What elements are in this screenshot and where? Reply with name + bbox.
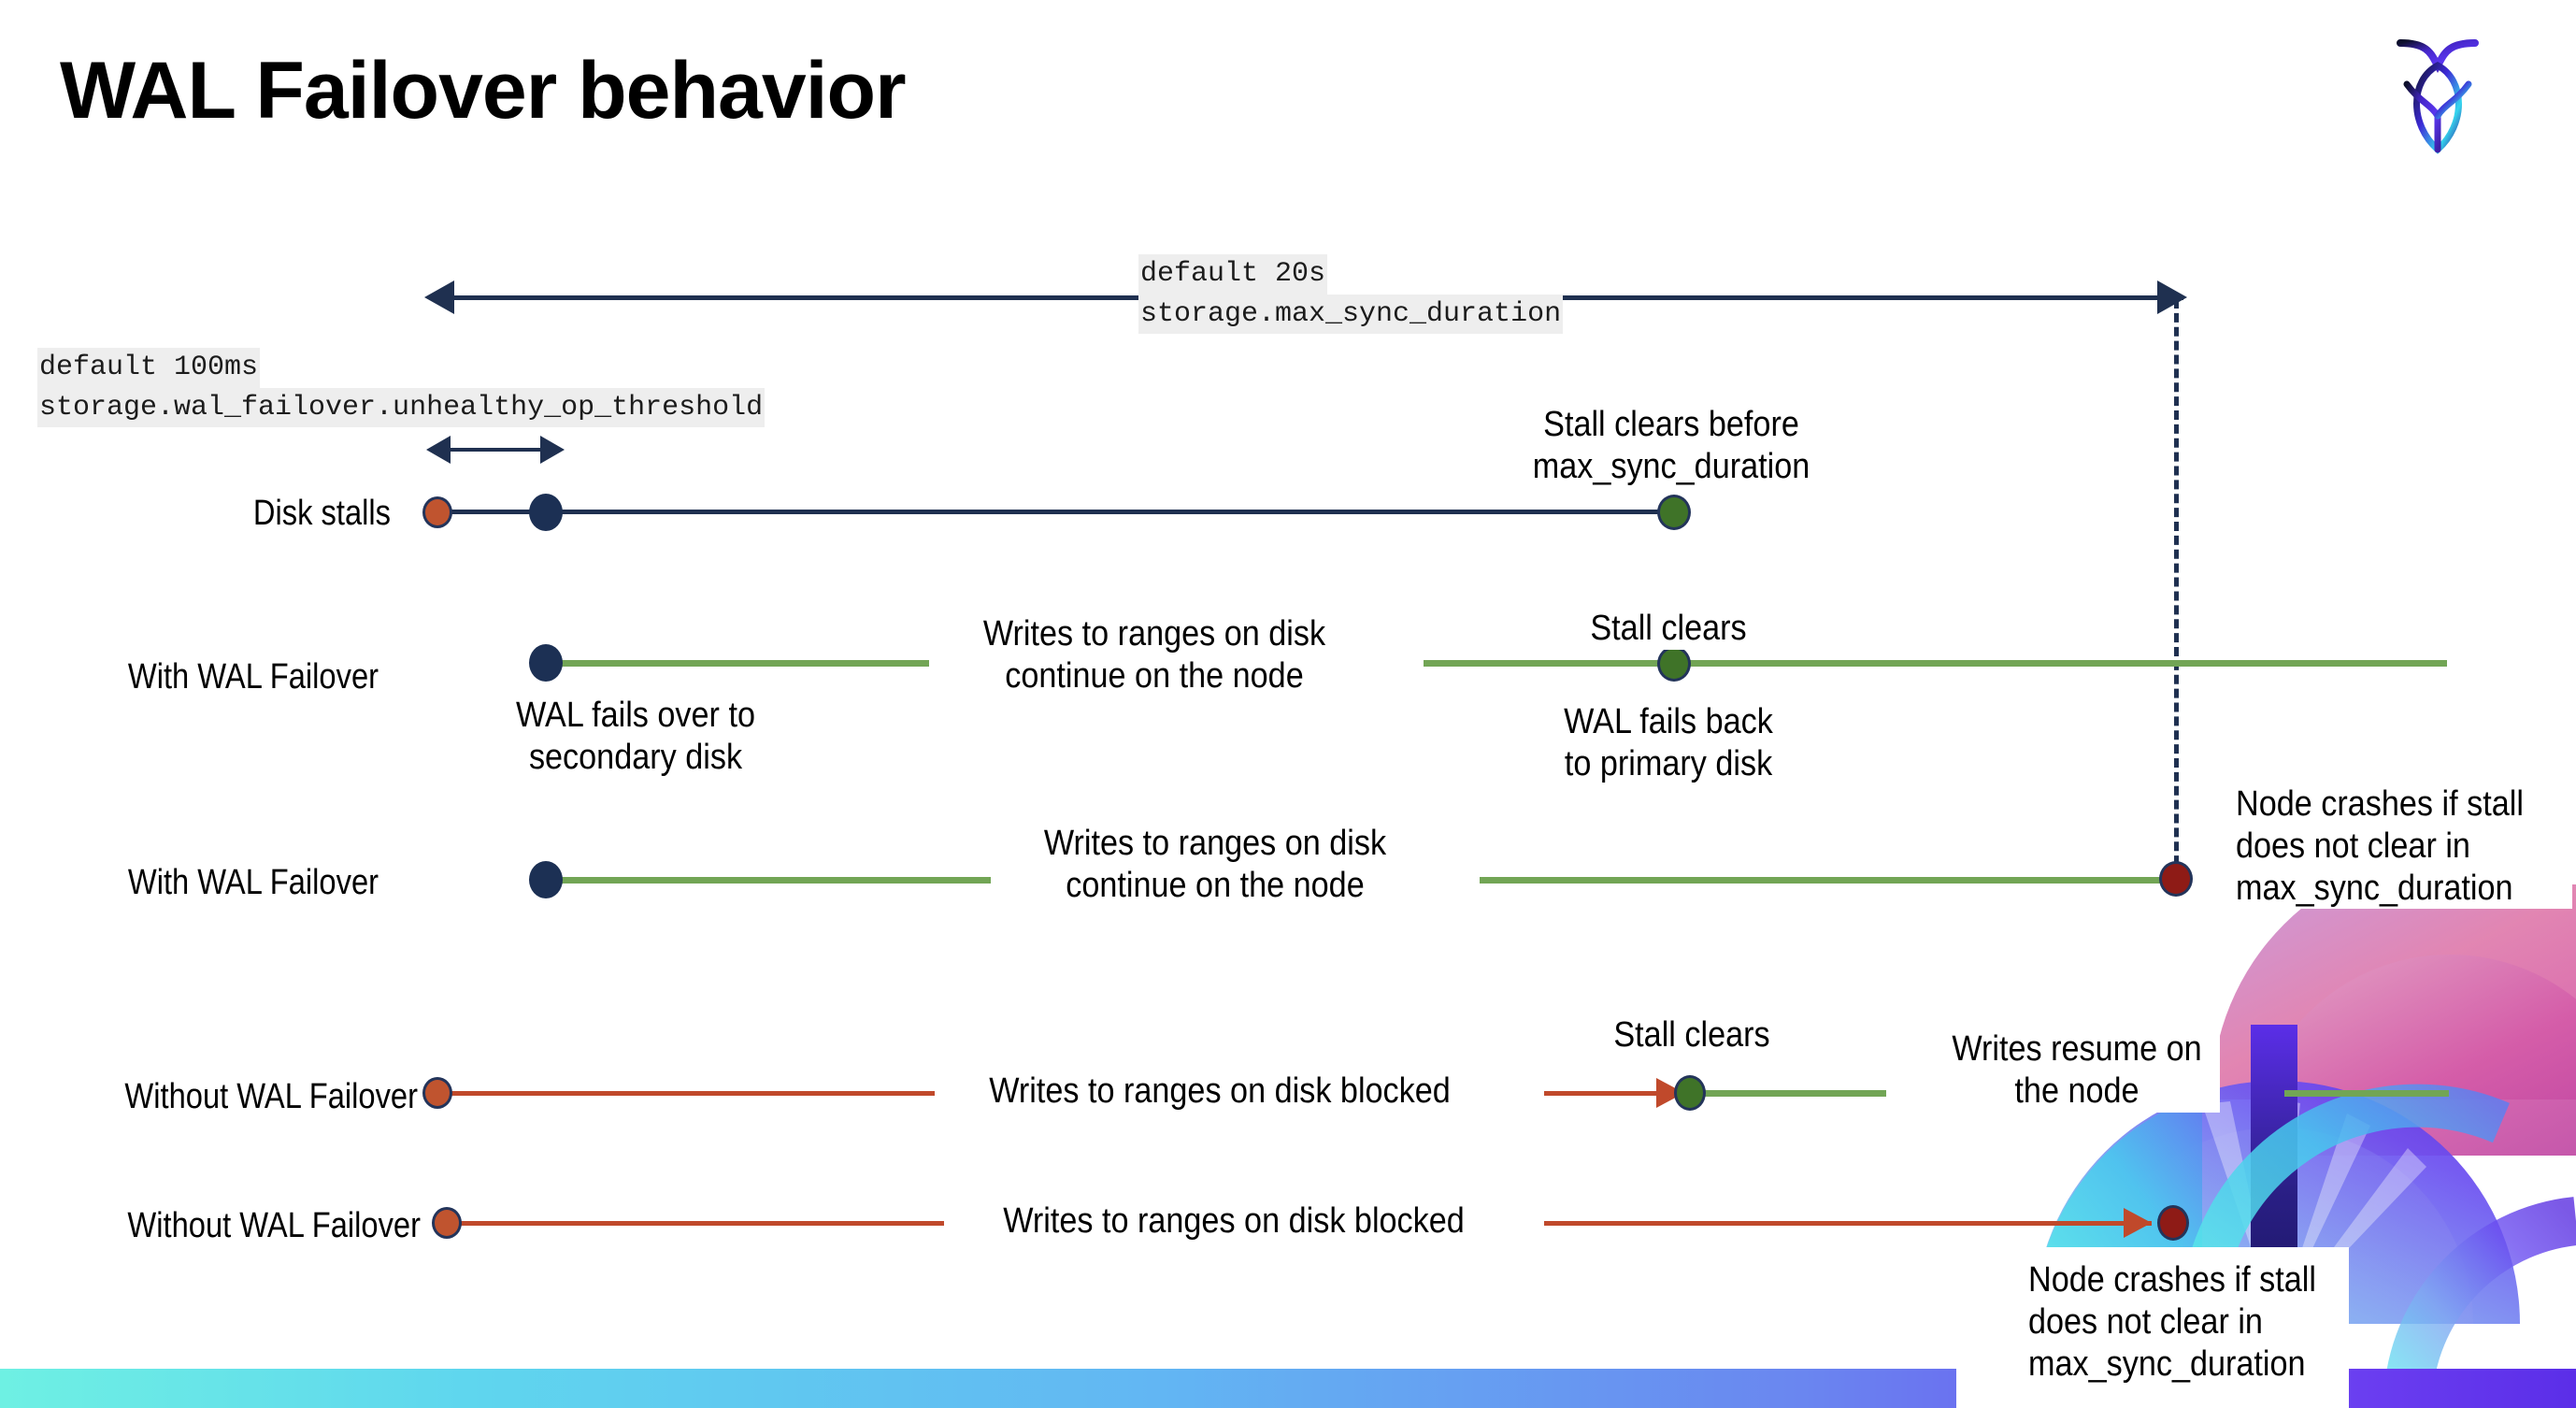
unhealthy-op-threshold-chip: default 100ms storage.wal_failover.unhea… (37, 348, 766, 427)
disk-stalls-unhealthy-marker[interactable] (529, 494, 563, 531)
unhealthy-op-threshold-arrow-left-icon (426, 436, 451, 464)
max-sync-duration-default: default 20s (1138, 254, 1328, 295)
without-wal-failover-1-resume-segment-b (2284, 1090, 2449, 1097)
row-label-disk-stalls: Disk stalls (252, 494, 391, 533)
with-wal-failover-2-crash-marker[interactable] (2159, 861, 2193, 897)
page-title: WAL Failover behavior (60, 46, 907, 136)
unhealthy-op-threshold-setting: storage.wal_failover.unhealthy_op_thresh… (37, 387, 766, 427)
with-wal-failover-1-segment-b (1424, 660, 2447, 667)
with-wal-failover-2-failover-marker[interactable] (529, 861, 563, 898)
without-wal-failover-1-clear-marker[interactable] (1674, 1075, 1706, 1111)
disk-stalls-clear-marker[interactable] (1657, 495, 1691, 530)
row-label-with-wal-failover-2: With WAL Failover (127, 863, 379, 902)
without-wal-failover-1-blocked-segment-b (1544, 1091, 1684, 1096)
annotation-stall-clears-1: Stall clears (1546, 608, 1791, 650)
without-wal-failover-2-blocked-segment-b (1544, 1221, 2152, 1226)
without-wal-failover-1-resume-segment-a (1692, 1090, 1886, 1097)
disk-stalls-timeline (437, 510, 1681, 514)
with-wal-failover-2-segment-a (544, 877, 991, 884)
with-wal-failover-1-segment-a (544, 660, 929, 667)
without-wal-failover-2-arrow-icon (2124, 1208, 2152, 1238)
annotation-node-crashes-1: Node crashes if stall does not clear in … (2236, 783, 2572, 910)
max-sync-duration-setting: storage.max_sync_duration (1138, 294, 1564, 334)
without-wal-failover-1-start-marker[interactable] (422, 1077, 452, 1109)
row-label-with-wal-failover-1: With WAL Failover (127, 657, 379, 697)
disk-stalls-start-marker[interactable] (422, 496, 452, 528)
unhealthy-op-threshold-arrow-right-icon (540, 436, 565, 464)
cockroachdb-logo-icon (2386, 26, 2489, 162)
annotation-wal-fails-over: WAL fails over to secondary disk (467, 695, 804, 779)
with-wal-failover-1-failover-marker[interactable] (529, 644, 563, 682)
max-sync-duration-arrow-right-icon (2157, 280, 2187, 314)
annotation-writes-blocked-1: Writes to ranges on disk blocked (959, 1070, 1481, 1113)
max-sync-duration-arrow-left-icon (424, 280, 454, 314)
without-wal-failover-2-crash-marker[interactable] (2157, 1205, 2189, 1241)
with-wal-failover-1-clear-marker[interactable] (1657, 646, 1691, 682)
annotation-node-crashes-2: Node crashes if stall does not clear in … (2028, 1260, 2316, 1384)
unhealthy-op-threshold-default: default 100ms (37, 348, 261, 388)
unhealthy-op-threshold-span-line (449, 448, 544, 452)
annotation-writes-blocked-2: Writes to ranges on disk blocked (973, 1200, 1495, 1243)
annotation-writes-continue-2: Writes to ranges on disk continue on the… (1005, 823, 1425, 907)
without-wal-failover-2-blocked-segment-a (449, 1221, 944, 1226)
annotation-wal-fails-back: WAL fails back to primary disk (1529, 701, 1808, 785)
without-wal-failover-1-blocked-segment-a (439, 1091, 935, 1096)
row-label-without-wal-failover-1: Without WAL Failover (124, 1077, 418, 1116)
caption-background-mask (1956, 1247, 2349, 1408)
annotation-writes-resume: Writes resume on the node (1934, 1028, 2220, 1113)
without-wal-failover-2-start-marker[interactable] (432, 1207, 462, 1239)
max-sync-duration-dashed-guide (2174, 299, 2179, 879)
annotation-writes-continue-1: Writes to ranges on disk continue on the… (944, 613, 1365, 697)
max-sync-duration-chip: default 20s storage.max_sync_duration (1138, 254, 1564, 334)
with-wal-failover-2-segment-b (1480, 877, 2176, 884)
annotation-stall-clears-2: Stall clears (1582, 1014, 1801, 1056)
row-label-without-wal-failover-2: Without WAL Failover (127, 1206, 422, 1245)
annotation-stall-clears-before: Stall clears before max_sync_duration (1503, 404, 1839, 488)
